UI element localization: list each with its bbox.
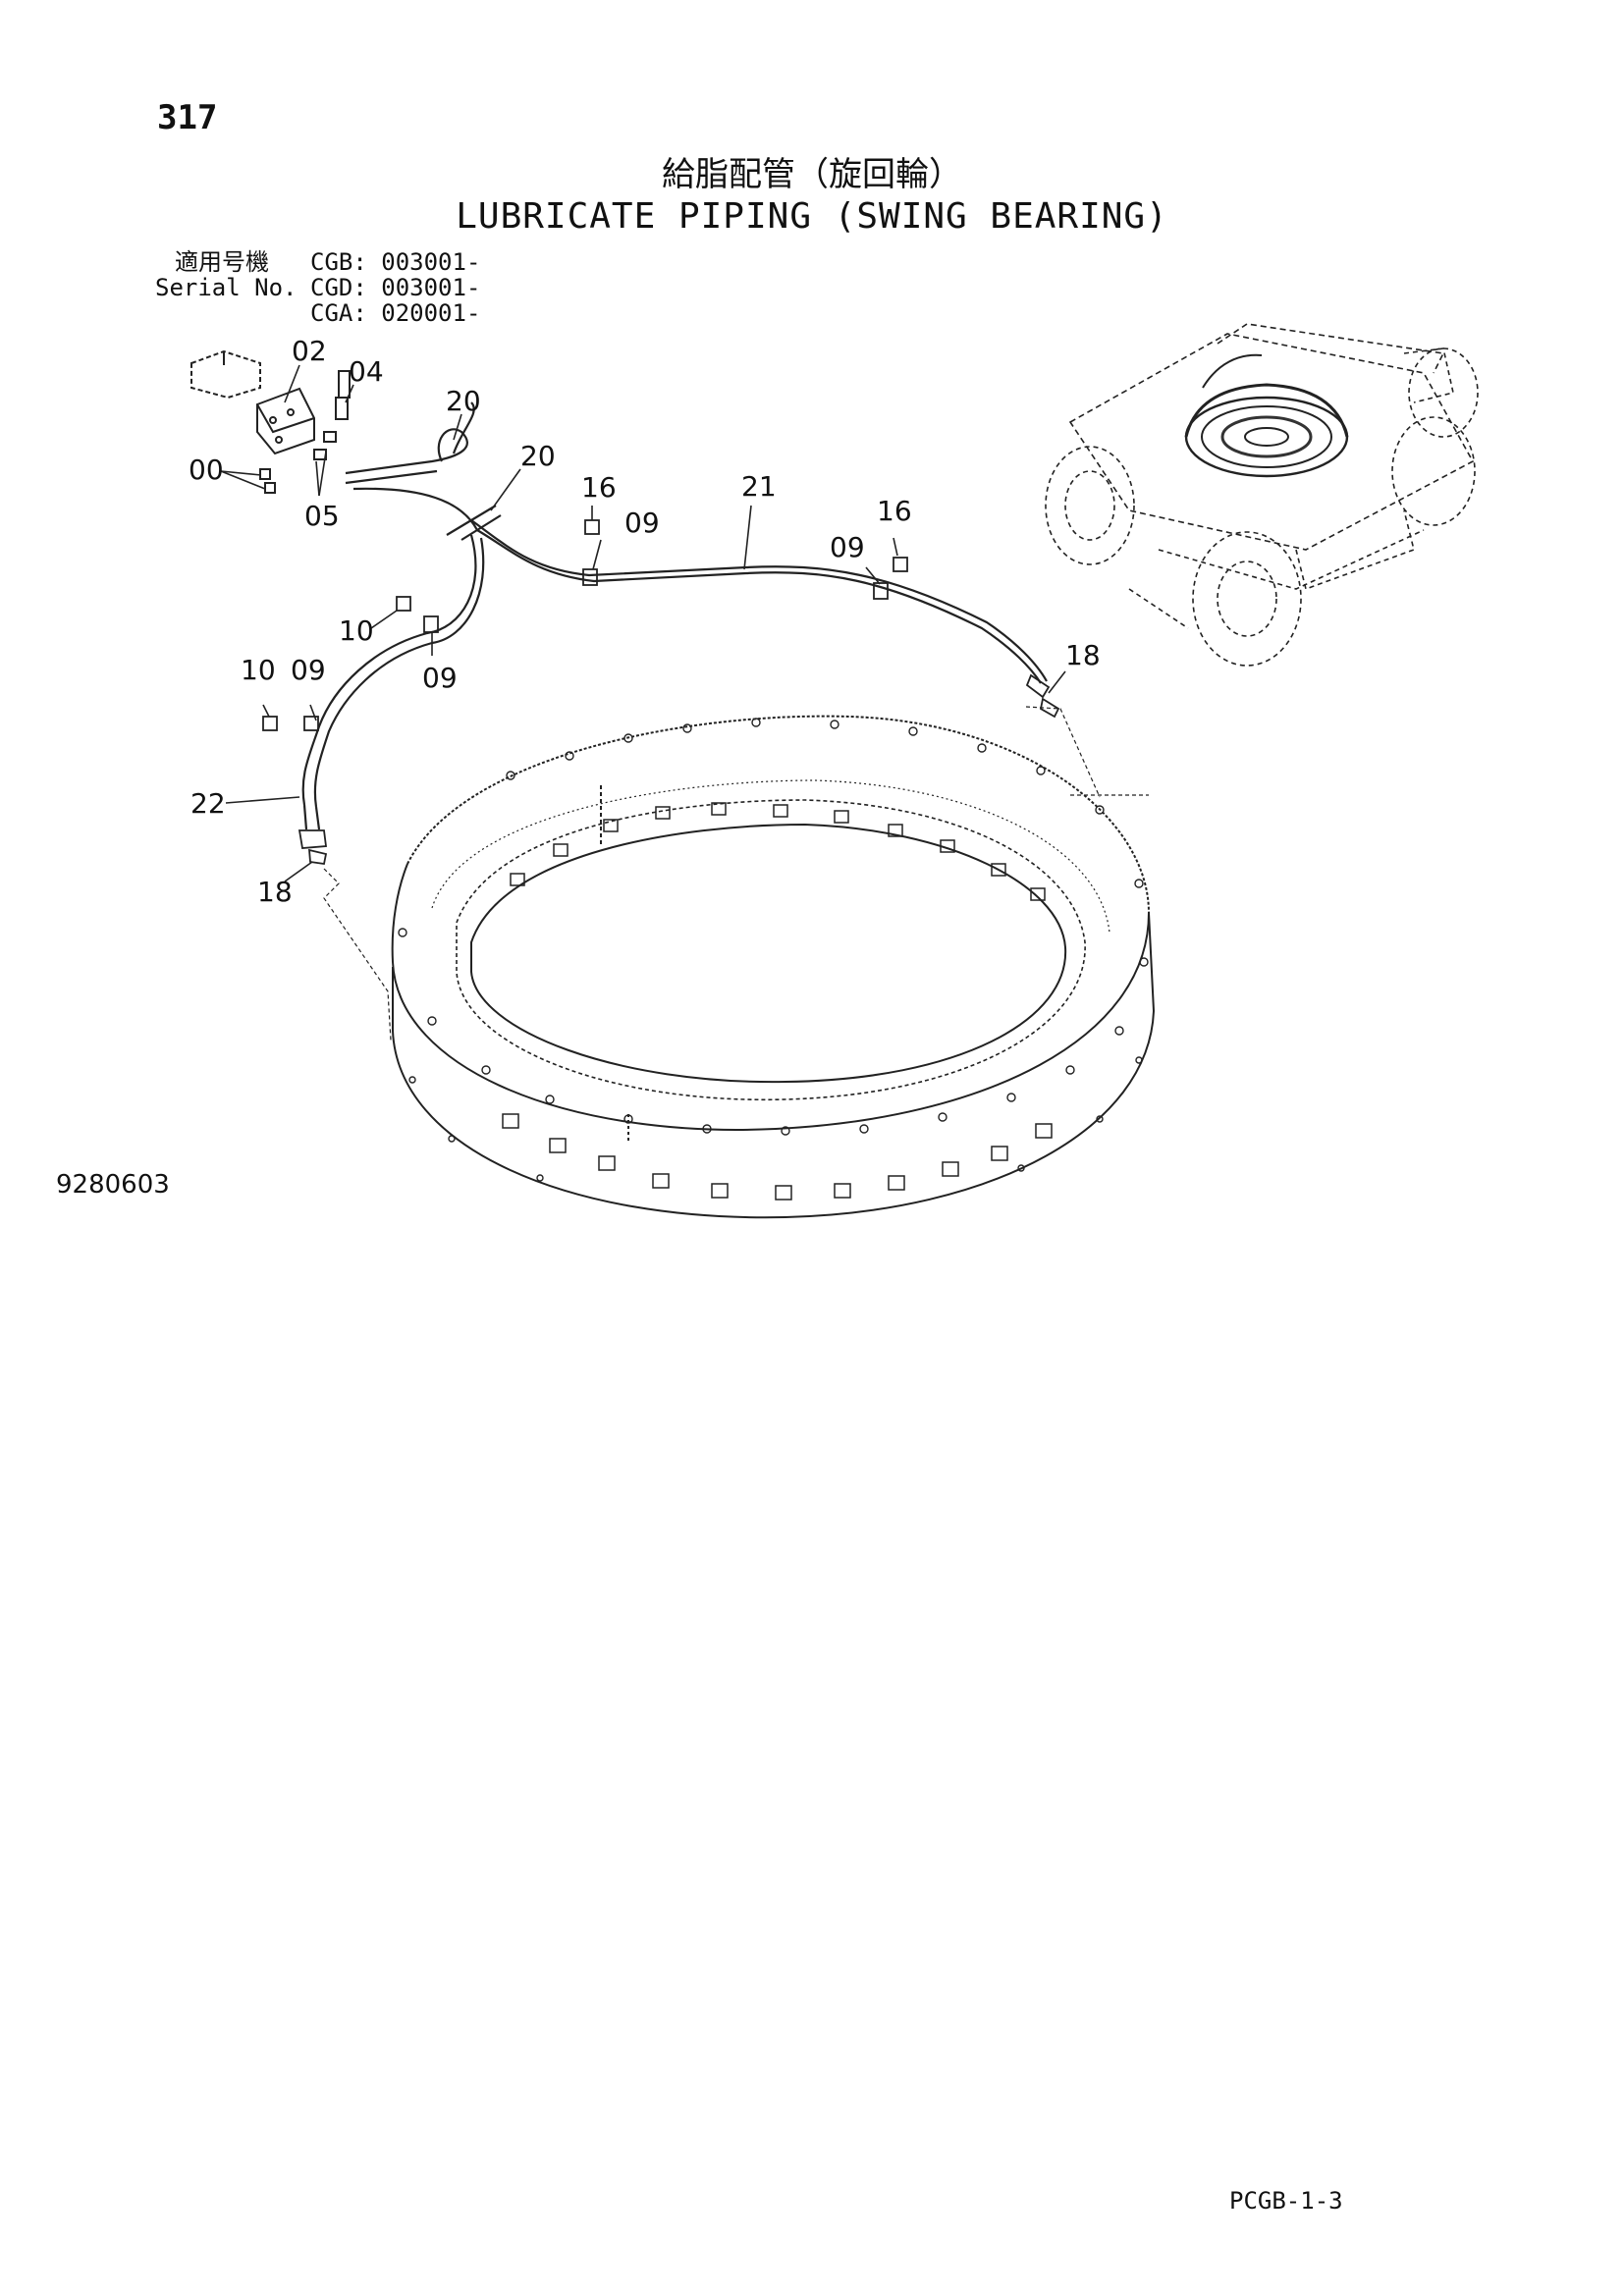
callout-label: 21: [741, 470, 777, 503]
part-callouts: 02 04 20 20 00 05 16 09 21 16 09 10 09 1…: [189, 335, 1101, 908]
callout-label: 10: [339, 614, 374, 647]
callout-label: 20: [520, 440, 556, 472]
serial-entry: CGB: 003001-: [310, 248, 481, 276]
title-english: LUBRICATE PIPING (SWING BEARING): [456, 196, 1168, 237]
callout-label: 20: [446, 385, 481, 417]
guide-lines: [323, 706, 1149, 1041]
title-japanese: 給脂配管（旋回輪）: [662, 155, 962, 194]
ring-bolts: [502, 802, 1053, 1201]
callout-label: 16: [581, 471, 617, 504]
grease-manifold: [190, 349, 351, 494]
callout-label: 02: [292, 335, 327, 367]
callout-label: 22: [190, 787, 226, 820]
callout-label: 05: [304, 500, 340, 532]
callout-label: 18: [1065, 639, 1101, 671]
serial-entry: CGA: 020001-: [310, 299, 481, 327]
page-number: 317: [157, 98, 218, 137]
callout-label: 00: [189, 454, 224, 486]
callout-label: 16: [877, 495, 912, 527]
callout-leaders: [220, 364, 1066, 882]
callout-label: 09: [422, 662, 458, 694]
hose-fittings: [262, 519, 1060, 866]
ring-bolt-holes: [398, 718, 1149, 1182]
serial-entry: CGD: 003001-: [310, 274, 481, 301]
callout-label: 04: [349, 355, 384, 388]
serial-label-en: Serial No.: [155, 274, 298, 301]
callout-label: 09: [624, 507, 660, 539]
page-code: PCGB-1-3: [1229, 2187, 1343, 2215]
drawing-reference: 9280603: [56, 1170, 170, 1200]
machine-overview-illustration: [1045, 323, 1479, 667]
grease-hoses: [301, 401, 1048, 830]
callout-label: 10: [241, 654, 276, 686]
swing-bearing-ring: [391, 715, 1156, 1219]
callout-label: 09: [830, 531, 865, 563]
callout-label: 09: [291, 654, 326, 686]
serial-label-jp: 適用号機: [175, 248, 269, 276]
callout-label: 18: [257, 876, 293, 908]
